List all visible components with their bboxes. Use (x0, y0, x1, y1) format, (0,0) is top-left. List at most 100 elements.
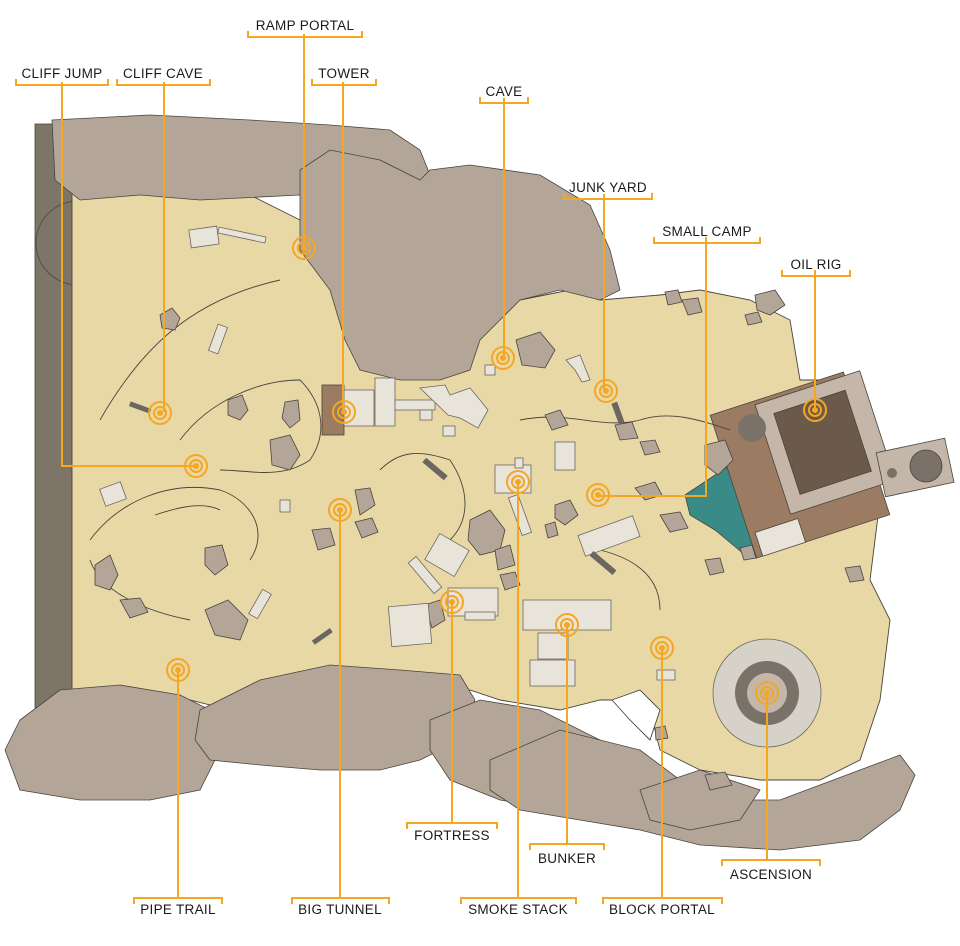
structure (419, 384, 489, 429)
label-block-portal[interactable]: BLOCK PORTAL (602, 897, 723, 917)
structure (565, 354, 591, 383)
rock (94, 554, 119, 591)
structure (279, 499, 291, 513)
rock (119, 597, 149, 619)
label-big-tunnel[interactable]: BIG TUNNEL (291, 897, 390, 917)
structure (507, 493, 533, 537)
marker-bunker[interactable] (555, 613, 579, 637)
structure (537, 632, 569, 660)
trail (154, 505, 221, 516)
label-text: RAMP PORTAL (256, 18, 355, 33)
rock (544, 521, 559, 539)
label-text: ASCENSION (730, 867, 812, 882)
rock-bottom-right (489, 729, 916, 851)
rock (554, 499, 579, 526)
structure (374, 377, 396, 427)
structure (514, 457, 524, 469)
structure (554, 441, 576, 471)
structure (442, 425, 456, 437)
rock (704, 557, 725, 576)
marker-block-portal[interactable] (650, 636, 674, 660)
marker-ramp-portal[interactable] (292, 236, 316, 260)
marker-smoke-stack[interactable] (506, 470, 530, 494)
rock (354, 517, 379, 539)
rock (659, 511, 689, 533)
rock-top-center (299, 149, 621, 381)
structure (188, 225, 220, 249)
marker-junk-yard[interactable] (594, 379, 618, 403)
structure (611, 401, 625, 425)
marker-cliff-cave[interactable] (148, 401, 172, 425)
label-text: CLIFF CAVE (123, 66, 203, 81)
label-text: BLOCK PORTAL (609, 902, 715, 917)
structure (394, 399, 436, 411)
label-text: SMALL CAMP (662, 224, 752, 239)
label-text: BIG TUNNEL (298, 902, 382, 917)
label-text: BUNKER (538, 851, 596, 866)
structure (99, 481, 127, 507)
rock (844, 565, 865, 583)
label-fortress[interactable]: FORTRESS (406, 822, 498, 843)
rock-bottom-left (4, 684, 221, 801)
rock (639, 439, 661, 456)
rock (664, 289, 683, 306)
marker-cliff-jump[interactable] (184, 454, 208, 478)
rock (227, 394, 249, 421)
label-cliff-cave[interactable]: CLIFF CAVE (116, 66, 211, 86)
trail (89, 559, 191, 621)
label-text: CLIFF JUMP (21, 66, 102, 81)
marker-big-tunnel[interactable] (328, 498, 352, 522)
label-text: CAVE (486, 84, 523, 99)
label-smoke-stack[interactable]: SMOKE STACK (460, 897, 577, 917)
marker-fortress[interactable] (440, 590, 464, 614)
rock (681, 297, 703, 316)
label-cliff-jump[interactable]: CLIFF JUMP (15, 66, 109, 86)
rock (204, 599, 249, 641)
rock (311, 527, 336, 551)
label-text: SMOKE STACK (468, 902, 568, 917)
structure (419, 409, 433, 421)
oil-rig-silo (738, 414, 766, 442)
marker-pipe-trail[interactable] (166, 658, 190, 682)
label-tower[interactable]: TOWER (311, 66, 377, 86)
label-oil-rig[interactable]: OIL RIG (781, 257, 851, 277)
oil-rig-block (754, 518, 807, 557)
rock (354, 487, 376, 516)
label-ramp-portal[interactable]: RAMP PORTAL (247, 18, 363, 38)
label-text: TOWER (318, 66, 370, 81)
oil-rig-tank-small (887, 468, 897, 478)
label-pipe-trail[interactable]: PIPE TRAIL (133, 897, 223, 917)
marker-cave[interactable] (491, 346, 515, 370)
structure (128, 401, 152, 414)
rock (281, 399, 301, 429)
label-small-camp[interactable]: SMALL CAMP (653, 224, 761, 244)
label-junk-yard[interactable]: JUNK YARD (563, 180, 653, 200)
structure (464, 611, 496, 621)
rock (499, 571, 521, 591)
label-bunker[interactable]: BUNKER (529, 843, 605, 866)
marker-small-camp[interactable] (586, 483, 610, 507)
leader-lines (61, 34, 816, 898)
label-ascension[interactable]: ASCENSION (721, 859, 821, 882)
rock (754, 289, 786, 316)
structure (484, 364, 496, 376)
rock (494, 544, 516, 571)
rock (744, 311, 763, 326)
rock (704, 771, 733, 791)
structure (529, 659, 576, 687)
label-text: FORTRESS (414, 828, 490, 843)
marker-ascension[interactable] (755, 681, 779, 705)
ground-inlet (611, 689, 661, 741)
label-cave[interactable]: CAVE (479, 84, 529, 104)
rock (269, 434, 301, 471)
structure (208, 323, 228, 355)
rock (614, 421, 639, 441)
structure (424, 532, 470, 578)
label-text: JUNK YARD (569, 180, 647, 195)
marker-oil-rig[interactable] (803, 398, 827, 422)
rock (515, 331, 556, 369)
label-text: OIL RIG (790, 257, 841, 272)
marker-tower[interactable] (332, 400, 356, 424)
trail (599, 549, 661, 611)
